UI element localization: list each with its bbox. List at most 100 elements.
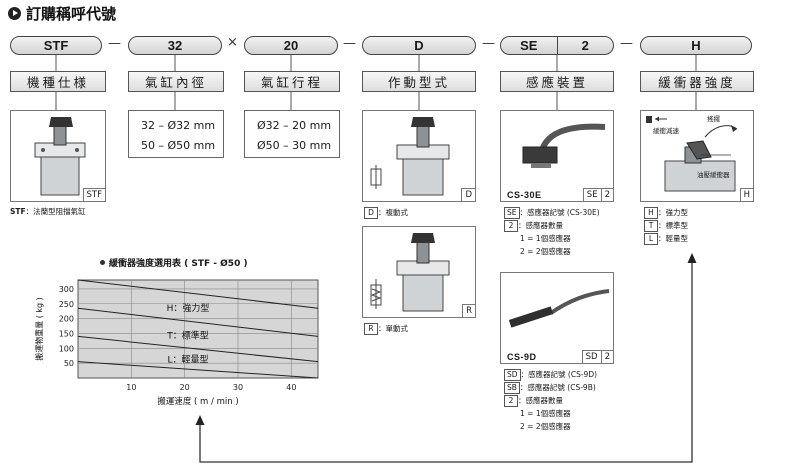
band-label: H：強力型: [167, 302, 210, 314]
y-axis-label: 搬運物重量 ( kg ): [34, 297, 44, 361]
shock-absorber-illustration: [646, 116, 738, 192]
sensor-note-text: ：感應器數量: [518, 396, 563, 405]
sensor-note-key: 2: [504, 220, 518, 232]
code-pill-stroke: 20: [244, 36, 338, 55]
band-label: L：輕量型: [167, 354, 208, 365]
separator-dash: —: [343, 36, 356, 51]
label-spec: 機種仕様: [10, 71, 106, 92]
y-tick-label: 50: [64, 359, 74, 368]
plot-area: [77, 279, 319, 379]
sensor-tag-code: SD: [581, 350, 601, 363]
separator-dash: —: [620, 36, 633, 51]
code-action: D: [414, 38, 424, 53]
action-double-panel: D: [362, 110, 476, 202]
pill-divider: [556, 37, 558, 54]
page-title-text: 訂購稱呼代號: [26, 5, 117, 23]
strength-note-key: T: [644, 220, 658, 232]
strength-note-text: ：輕量型: [658, 234, 688, 243]
sensor-tag: SE 2: [582, 188, 613, 201]
strength-tag: H: [739, 188, 753, 201]
separator-dash: —: [482, 36, 495, 51]
cylinder-illustration: [34, 117, 86, 196]
label-stroke: 氣缸行程: [244, 71, 340, 92]
sensor-tag-code: SE: [582, 188, 601, 201]
double-acting-illustration: [370, 117, 450, 196]
spec-note: STF：法蘭型阻擋氣缸: [10, 205, 86, 218]
sensor-note: 2 = 2個感應器: [520, 247, 571, 256]
y-tick-label: 100: [59, 344, 74, 353]
separator-dash: —: [108, 36, 121, 51]
sensor-cs9d-illustration: [508, 289, 610, 328]
x-tick-label: 10: [126, 383, 136, 392]
sensor-note-key: SB: [504, 382, 520, 394]
sensor-note: 2 = 2個感應器: [520, 422, 571, 431]
label-strength: 緩衝器強度: [640, 71, 754, 92]
sensor-note-key: SD: [504, 369, 521, 381]
code-sensor-count: 2: [581, 38, 589, 53]
sensor-note-key: 2: [504, 395, 518, 407]
strength-note-key: H: [644, 207, 658, 219]
sensor-cs30e-illustration: [522, 123, 606, 168]
bore-option: 32 – Ø32 mm: [141, 119, 216, 132]
code-stf: STF: [43, 38, 69, 53]
sensor-note: 2：感應器數量: [504, 219, 600, 232]
sensor-note-text: ：感應器記號 (CS-30E): [519, 208, 600, 217]
action-key: R: [364, 323, 378, 335]
code-pill-action: D: [362, 36, 476, 55]
separator-times: ×: [227, 35, 238, 50]
strength-note-text: ：強力型: [658, 208, 688, 217]
action-single-tag: R: [462, 304, 475, 317]
annotation-adjust: 油壓緩衝器: [697, 171, 730, 179]
spec-tag: STF: [82, 188, 105, 201]
sensor-note: 1 = 1個感應器: [520, 409, 571, 418]
code-sensor: SE: [520, 38, 538, 53]
bore-options-box: 32 – Ø32 mm 50 – Ø50 mm: [128, 110, 224, 158]
action-single-note: R：單動式: [364, 322, 408, 335]
spec-note-text: ：法蘭型阻擋氣缸: [25, 207, 86, 216]
code-stroke: 20: [283, 38, 299, 53]
spec-note-code: STF: [10, 207, 26, 216]
label-action: 作動型式: [362, 71, 476, 92]
single-acting-illustration: [370, 233, 450, 312]
action-double-note: D：複動式: [364, 206, 408, 219]
sensor-note-text: ：感應器記號 (CS-9D): [520, 370, 598, 379]
sensor-note: 2：感應器數量: [504, 394, 597, 407]
band-label: T：標準型: [166, 330, 209, 342]
code-bore: 32: [167, 38, 183, 53]
x-tick-label: 30: [233, 383, 243, 392]
y-tick-label: 150: [59, 329, 74, 338]
sensor-note: 1 = 1個感應器: [520, 234, 571, 243]
annotation-slow: 緩衝減速: [653, 127, 679, 135]
sensor-note-text: ：感應器數量: [518, 221, 563, 230]
sensor-note: SE：感應器記號 (CS-30E): [504, 206, 600, 219]
x-axis-label: 搬運速度 ( m / min ): [157, 396, 238, 407]
sensor-cs30e-notes: SE：感應器記號 (CS-30E) 2：感應器數量 1 = 1個感應器 2 = …: [504, 206, 600, 258]
sensor-cs9d-notes: SD：感應器記號 (CS-9D) SB：感應器記號 (CS-9B) 2：感應器數…: [504, 368, 597, 433]
strength-notes: H：強力型 T：標準型 L：輕量型: [644, 206, 688, 245]
action-note-text: ：複動式: [378, 208, 408, 217]
bullet-icon: [100, 260, 105, 265]
spec-image-panel: STF: [10, 110, 106, 202]
annotation-rotate: 搖擺: [707, 115, 720, 123]
sensor-note-text: ：感應器記號 (CS-9B): [519, 383, 596, 392]
action-key: D: [364, 207, 378, 219]
y-tick-label: 300: [59, 285, 74, 294]
y-tick-label: 200: [59, 315, 74, 324]
strength-image-panel: 緩衝減速 搖擺 油壓緩衝器 H: [640, 110, 754, 202]
code-pill-stf: STF: [10, 36, 102, 55]
chart-title-text: 緩衝器強度選用表 ( STF - Ø50 ): [109, 259, 248, 269]
arrow-head-strength: [687, 253, 697, 263]
sensor-cs9d-panel: CS-9D SD 2: [500, 272, 614, 364]
action-single-panel: R: [362, 226, 476, 318]
sensor-note: SB：感應器記號 (CS-9B): [504, 381, 597, 394]
band-boundary-line: [77, 335, 319, 363]
sensor-tag-count: 2: [600, 188, 613, 201]
stroke-options-box: Ø32 – 20 mm Ø50 – 30 mm: [244, 110, 340, 158]
sensor-tag-count: 2: [600, 350, 613, 363]
action-double-tag: D: [461, 188, 475, 201]
arrow-head-chart: [195, 415, 205, 425]
bore-option: 50 – Ø50 mm: [141, 139, 216, 152]
x-tick-label: 40: [286, 383, 296, 392]
code-pill-strength: H: [640, 36, 752, 55]
